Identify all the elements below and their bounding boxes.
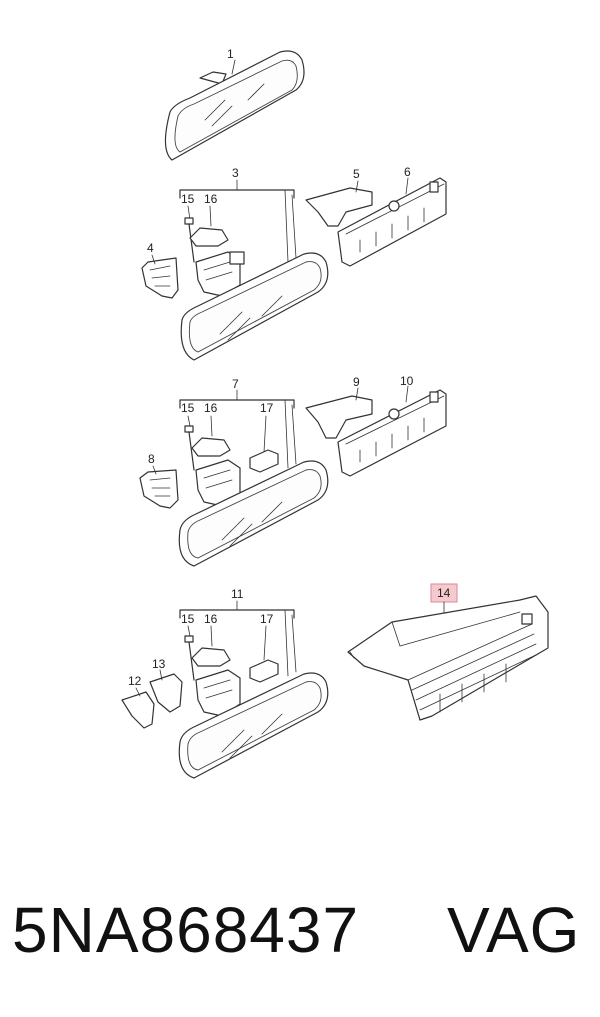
- callout-16a: 16: [204, 192, 218, 206]
- callout-8: 8: [148, 452, 155, 466]
- cover-part-4: [141, 254, 179, 299]
- callout-1: 1: [227, 47, 234, 61]
- cover-part-8: [139, 465, 179, 509]
- callout-4: 4: [147, 241, 154, 255]
- parts-diagram: 1 3 15 16 4 5: [121, 47, 549, 779]
- callout-12: 12: [128, 674, 142, 688]
- cover-part-5: [305, 180, 373, 227]
- callout-11: 11: [231, 587, 244, 601]
- callout-13: 13: [152, 657, 166, 671]
- callout-10: 10: [400, 374, 414, 388]
- callout-16c: 16: [204, 612, 218, 626]
- cover-part-12: [121, 687, 155, 729]
- callout-15c: 15: [181, 612, 195, 626]
- callout-17c: 17: [260, 612, 274, 626]
- cover-part-9: [305, 387, 373, 439]
- trim-panel-6: [337, 177, 447, 267]
- mirror-assembly-7: [178, 389, 329, 567]
- callout-14: 14: [437, 586, 451, 600]
- callout-15a: 15: [181, 192, 195, 206]
- callout-9: 9: [353, 375, 360, 389]
- cover-part-13: [149, 669, 183, 713]
- mirror-assembly-11: [178, 600, 329, 779]
- callout-17b: 17: [260, 401, 274, 415]
- part-number-label: 5NA868437: [12, 894, 360, 966]
- mirror-part-1: [164, 50, 305, 161]
- callout-16b: 16: [204, 401, 218, 415]
- brand-label: VAG: [447, 894, 581, 966]
- callout-7: 7: [232, 377, 239, 391]
- callout-3: 3: [232, 166, 239, 180]
- callout-15b: 15: [181, 401, 195, 415]
- callout-5: 5: [353, 167, 360, 181]
- callout-6: 6: [404, 165, 411, 179]
- housing-part-14: [347, 595, 549, 721]
- trim-panel-10: [337, 385, 447, 477]
- mirror-assembly-3: [179, 179, 329, 361]
